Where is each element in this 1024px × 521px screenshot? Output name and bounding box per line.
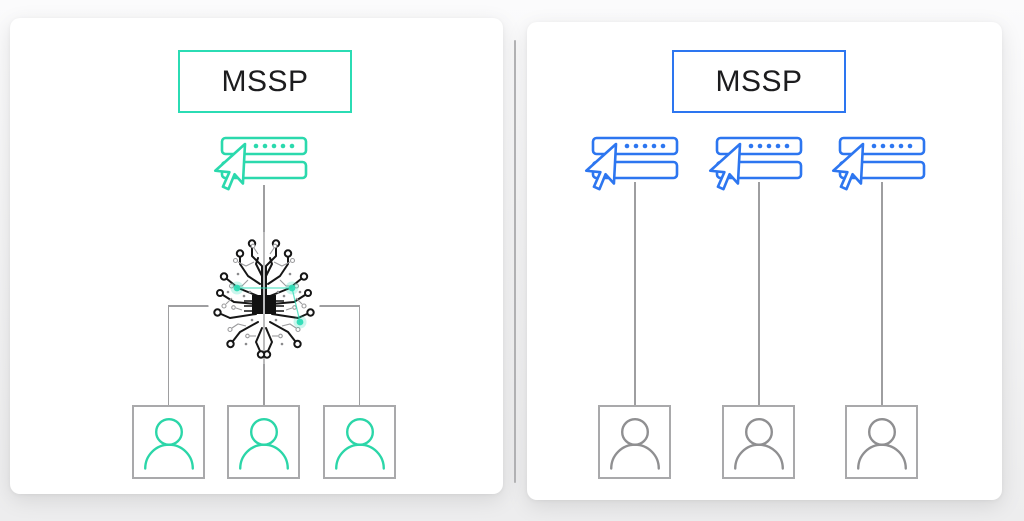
server-with-cursor-icon (200, 136, 310, 196)
connector-drop-left (167, 305, 169, 405)
person-icon (137, 410, 201, 474)
server-with-cursor-icon (571, 136, 681, 196)
chip-legs (244, 300, 284, 312)
connector-drop-2 (758, 182, 760, 405)
client-box (598, 405, 671, 479)
mssp-label-left: MSSP (221, 64, 309, 98)
mssp-box-left: MSSP (178, 50, 352, 113)
client-box (722, 405, 795, 479)
connector-drop-center (263, 364, 265, 405)
person-icon (603, 410, 667, 474)
server-with-cursor-icon (695, 136, 805, 196)
person-icon (232, 410, 296, 474)
mssp-label-right: MSSP (715, 64, 803, 98)
client-box (227, 405, 300, 479)
left-panel-card: MSSP (10, 18, 503, 494)
right-panel-card: MSSP (527, 22, 1002, 500)
connector-drop-right (358, 305, 360, 405)
brain-activity-overlay (230, 281, 307, 329)
connector-drop-3 (881, 182, 883, 405)
connector-server-to-brain (263, 185, 265, 232)
client-box (845, 405, 918, 479)
mssp-box-right: MSSP (672, 50, 846, 113)
person-icon (328, 410, 392, 474)
server-with-cursor-icon (818, 136, 928, 196)
client-box (132, 405, 205, 479)
person-icon (727, 410, 791, 474)
panel-divider-line (514, 40, 516, 483)
person-icon (850, 410, 914, 474)
ai-circuit-brain-icon (208, 232, 320, 364)
client-box (323, 405, 396, 479)
connector-drop-1 (634, 182, 636, 405)
